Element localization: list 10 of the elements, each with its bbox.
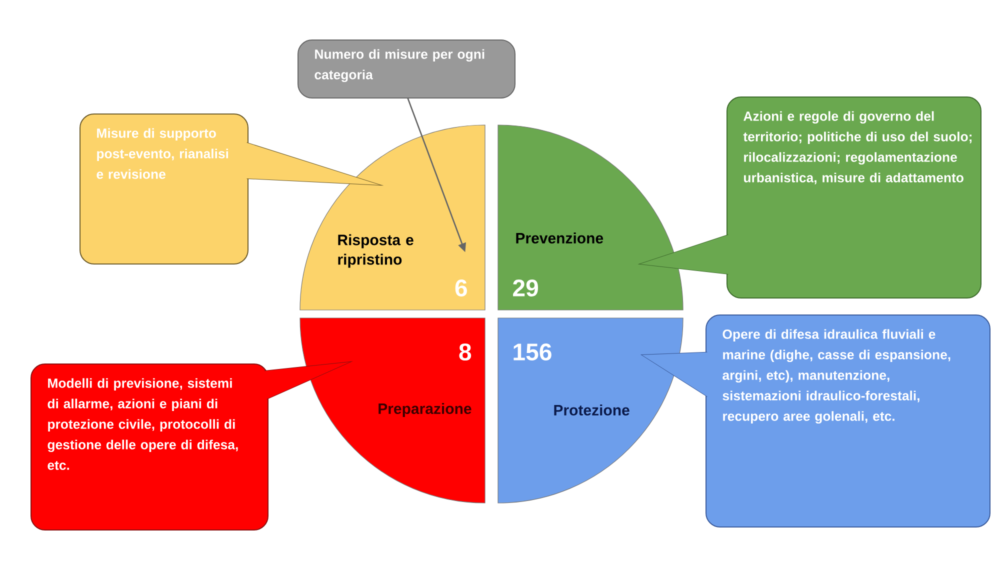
quadrant-sector: Risposta e ripristino 6 bbox=[300, 124, 486, 310]
node-label: Opere di difesa idraulica fluviali e marine (dighe, casse di espansione, argini, etc), manutenzione, sistemazioni idraulico-forestali, recupero aree golenali, etc. bbox=[722, 329, 950, 424]
callout-box: Numero di misure per ogni categoria bbox=[298, 40, 516, 98]
callout-box: Opere di difesa idraulica fluviali e marine (dighe, casse di espansione, argini, etc), manutenzione, sistemazioni idraulico-forestali, recupero aree golenali, etc. bbox=[640, 314, 990, 528]
quadrant-sector: 156 Protezione bbox=[498, 318, 684, 504]
quadrant-sector: 8 Preparazione bbox=[300, 318, 486, 504]
quadrant-sector: Prevenzione 29 bbox=[498, 124, 684, 310]
callout-box: Modelli di previsione, sistemi di allarme, azioni e piani di protezione civile, protocolli di gestione delle opere di difesa, etc. bbox=[30, 361, 354, 530]
node-label: Azioni e regole di governo del territorio; politiche di uso del suolo; rilocalizzazioni; regolamentazione urbanistica, misure di adattamento bbox=[743, 111, 972, 184]
callout-box: Azioni e regole di governo del territorio; politiche di uso del suolo; rilocalizzazioni; regolamentazione urbanistica, misure di adattamento bbox=[638, 96, 982, 298]
